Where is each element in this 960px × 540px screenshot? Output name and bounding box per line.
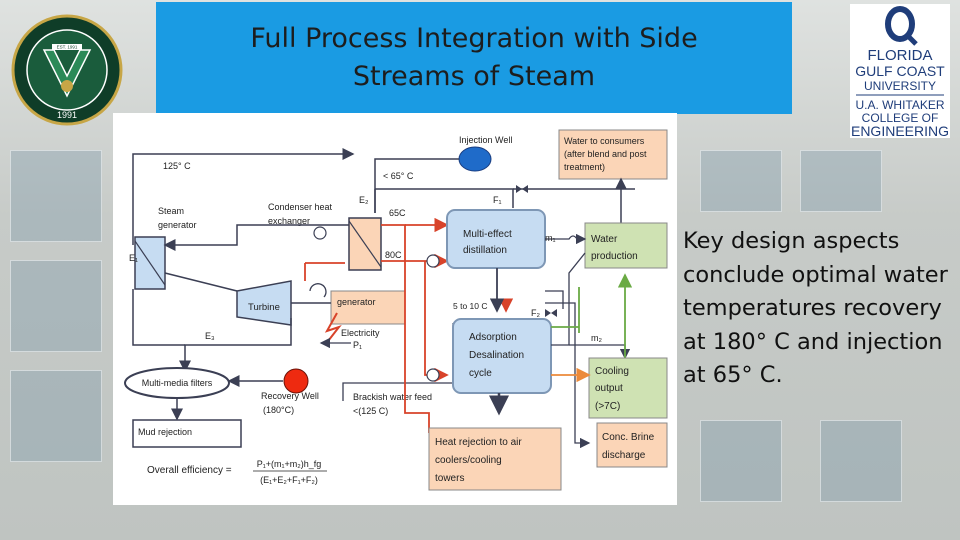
label-65c: 65C <box>389 208 406 218</box>
window-pane <box>10 150 102 242</box>
condenser-exchanger <box>348 217 382 271</box>
label-cooling-3: (>7C) <box>595 401 620 412</box>
box-brine <box>596 422 668 468</box>
logo-line3: UNIVERSITY <box>864 79 936 93</box>
formula-numerator: P₁+(m₁+m₂)h_fg <box>257 459 322 469</box>
label-brine-1: Conc. Brine <box>602 432 655 443</box>
label-80c: 80C <box>385 250 402 260</box>
label-f1: F₁ <box>493 195 502 205</box>
label-p1: P₁ <box>353 340 362 350</box>
label-turbine: Turbine <box>248 302 280 313</box>
label-generator: generator <box>337 297 376 307</box>
slide-title: Full Process Integration with Side Strea… <box>250 23 698 92</box>
box-generator <box>330 290 406 325</box>
label-heat-rejection-1: Heat rejection to air <box>435 437 522 448</box>
label-steam-gen-2: generator <box>158 220 197 230</box>
process-diagram: Injection Well Water to consumers (after… <box>113 113 677 505</box>
label-water-consumers-3: treatment) <box>564 162 605 172</box>
label-injection-well: Injection Well <box>459 135 512 145</box>
box-water-to-consumers <box>558 129 668 180</box>
logo-line4: U.A. WHITAKER <box>855 98 944 112</box>
label-cooling-2: output <box>595 383 623 394</box>
label-overall-efficiency: Overall efficiency = <box>147 465 232 476</box>
window-pane <box>10 370 102 462</box>
label-cooling-1: Cooling <box>595 366 629 377</box>
formula-denominator: (E₁+E₂+F₁+F₂) <box>260 475 318 485</box>
label-temp-lt65: < 65° C <box>383 171 414 181</box>
label-mud-rejection: Mud rejection <box>138 427 192 437</box>
box-adsorption <box>452 318 552 394</box>
window-pane <box>10 260 102 352</box>
logo-line5: COLLEGE OF <box>862 111 939 125</box>
title-banner: Full Process Integration with Side Strea… <box>156 2 792 114</box>
recovery-well <box>283 368 309 394</box>
label-water-production-1: Water <box>591 234 618 245</box>
injection-well <box>458 146 492 172</box>
label-multi-effect-2: distillation <box>463 245 507 256</box>
label-adsorption-2: Desalination <box>469 350 524 361</box>
label-f2: F₂ <box>531 308 540 318</box>
seal-year: 1991 <box>57 110 77 120</box>
label-steam-gen-1: Steam <box>158 206 184 216</box>
logo-line2: GULF COAST <box>855 63 945 79</box>
label-adsorption-1: Adsorption <box>469 332 517 343</box>
box-mud-rejection <box>132 419 242 448</box>
window-pane <box>800 150 882 212</box>
label-e3: E₃ <box>205 331 215 341</box>
label-5to10: 5 to 10 C <box>453 301 488 311</box>
window-pane <box>820 420 902 502</box>
label-electricity: Electricity <box>341 328 380 338</box>
logo-line6: ENGINEERING <box>851 123 949 138</box>
label-brine-2: discharge <box>602 450 646 461</box>
label-brackish-1: Brackish water feed <box>353 392 432 402</box>
university-seal: EST. 1991 1991 <box>11 14 123 126</box>
label-brackish-2: <(125 C) <box>353 406 388 416</box>
box-heat-rejection <box>428 427 562 491</box>
label-recovery-1: Recovery Well <box>261 391 319 401</box>
label-m1: m₁ <box>545 233 556 243</box>
label-condenser-1: Condenser heat <box>268 202 333 212</box>
window-pane <box>700 150 782 212</box>
college-logo: FLORIDA GULF COAST UNIVERSITY U.A. WHITA… <box>850 4 950 138</box>
label-recovery-2: (180°C) <box>263 405 294 415</box>
label-water-consumers-1: Water to consumers <box>564 136 645 146</box>
label-condenser-2: exchanger <box>268 216 310 226</box>
label-e2: E₂ <box>359 195 369 205</box>
label-water-consumers-2: (after blend and post <box>564 149 647 159</box>
label-heat-rejection-2: coolers/cooling <box>435 455 502 466</box>
label-e1: E₁ <box>129 253 138 263</box>
seal-est: EST. 1991 <box>57 45 78 50</box>
window-pane <box>700 420 782 502</box>
label-m2: m₂ <box>591 333 602 343</box>
label-heat-rejection-3: towers <box>435 473 464 484</box>
label-temp-125: 125° C <box>163 161 191 171</box>
label-multimedia: Multi-media filters <box>142 378 213 388</box>
logo-line1: FLORIDA <box>867 47 932 64</box>
label-multi-effect-1: Multi-effect <box>463 229 512 240</box>
box-water-production <box>584 222 668 269</box>
box-cooling-output <box>588 357 668 419</box>
key-aspects-text: Key design aspects conclude optimal wate… <box>683 228 948 388</box>
label-adsorption-3: cycle <box>469 368 492 379</box>
label-water-production-2: production <box>591 251 638 262</box>
